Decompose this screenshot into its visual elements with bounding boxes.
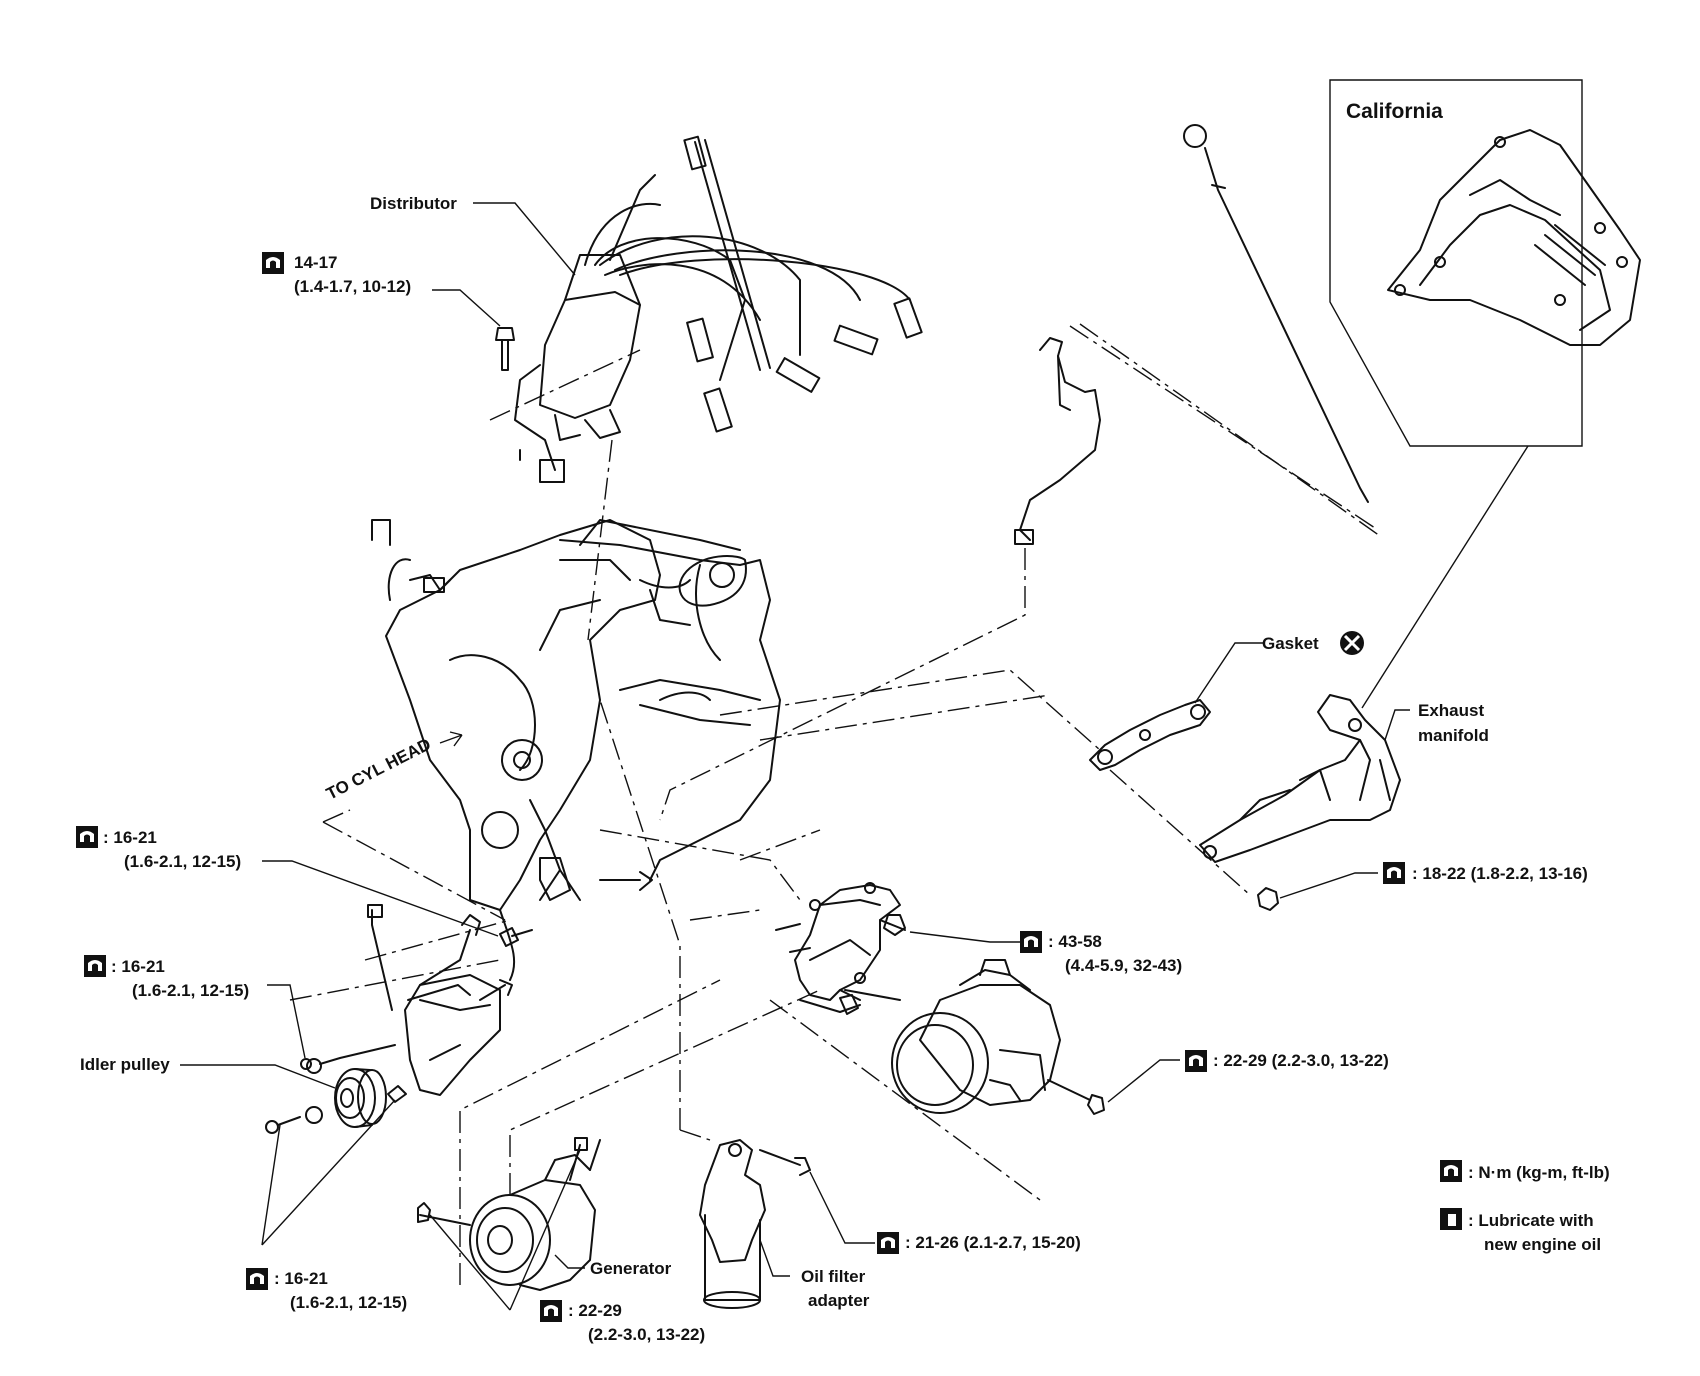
exhaust-torque-value: : 18-22 (1.8-2.2, 13-16): [1412, 864, 1588, 883]
lower-torque-value: : 16-21: [274, 1269, 328, 1288]
to-cyl-head-arrow: TO CYL HEAD: [323, 731, 463, 804]
california-inset: California: [1329, 79, 1641, 447]
cat-connect-dash: [1069, 325, 1376, 529]
lower-torque-icon: [246, 1268, 268, 1290]
oil-filter-torque-leader: [809, 1171, 875, 1244]
generator-torque-leader: [429, 1149, 581, 1311]
gasket-label: Gasket: [1262, 634, 1319, 653]
idler-bracket: [319, 904, 513, 1103]
idler-lower-bolt: [265, 1106, 323, 1134]
idler-pulley-part: [300, 1058, 387, 1128]
to-cyl-head-dash: [322, 809, 506, 921]
bracket-torque-icon: [76, 826, 98, 848]
to-cyl-head-label: TO CYL HEAD: [323, 735, 434, 804]
california-label: California: [1346, 100, 1443, 123]
compressor-bolt-leader: [1107, 1059, 1180, 1103]
oil-filter-adapter-part: [699, 1139, 811, 1309]
idler-torque-value: : 16-21: [111, 957, 165, 976]
distributor-torque-value: 14-17: [294, 253, 337, 272]
exhaust-manifold-label-1: Exhaust: [1418, 701, 1484, 720]
engine-to-gasket-dash: [719, 669, 1101, 751]
exhaust-manifold-label-2: manifold: [1418, 726, 1489, 745]
oil-filter-torque-icon: [877, 1232, 899, 1254]
dipstick: [1079, 124, 1381, 537]
distributor-bolt-leader: [432, 289, 501, 327]
compressor-torque-icon: [1020, 931, 1042, 953]
exhaust-nut: [1257, 887, 1279, 911]
catalytic-converter-illustration: [1387, 129, 1641, 346]
legend-torque-icon: [1440, 1160, 1462, 1182]
generator-part: [417, 1137, 601, 1291]
distributor-bolt: [495, 327, 515, 371]
distributor-torque-sub: (1.4-1.7, 10-12): [294, 277, 411, 296]
compressor-bolt-torque-icon: [1185, 1050, 1207, 1072]
bracket-torque-value: : 16-21: [103, 828, 157, 847]
oil-filter-label-2: adapter: [808, 1291, 870, 1310]
bracket-bolt: [499, 927, 533, 947]
compressor-dash-line-2: [739, 829, 1041, 1201]
ac-compressor-part: [891, 959, 1061, 1114]
distributor-assembly: [514, 135, 923, 483]
exhaust-torque-icon: [1383, 862, 1405, 884]
generator-torque-value: : 22-29: [568, 1301, 622, 1320]
idler-pulley-leader: [180, 1064, 336, 1089]
compressor-dash-line: [599, 699, 801, 1130]
idler-pulley-label: Idler pulley: [80, 1055, 170, 1074]
generator-label: Generator: [590, 1259, 672, 1278]
compressor-bolt-torque-value: : 22-29 (2.2-3.0, 13-22): [1213, 1051, 1389, 1070]
gasket-leader: [1194, 642, 1263, 704]
lower-torque-leader: [261, 1099, 396, 1246]
engine-block: [371, 519, 781, 981]
compressor-bracket: [775, 882, 906, 1015]
compressor-torque-value: : 43-58: [1048, 932, 1102, 951]
idler-torque-sub: (1.6-2.1, 12-15): [132, 981, 249, 1000]
compressor-torque-leader: [909, 931, 1020, 943]
gasket-replace-icon: [1340, 631, 1364, 655]
exhaust-manifold-leader: [1384, 709, 1410, 741]
oil-filter-dash-line: [679, 1129, 711, 1141]
distributor-label: Distributor: [370, 194, 457, 213]
gasket-to-nut-dash: [1109, 769, 1251, 896]
compressor-torque-sub: (4.4-5.9, 32-43): [1065, 956, 1182, 975]
distributor-leader: [473, 202, 576, 276]
legend-lube-text-1: : Lubricate with: [1468, 1211, 1594, 1230]
inset-frame: [1329, 79, 1583, 447]
generator-torque-sub: (2.2-3.0, 13-22): [588, 1325, 705, 1344]
lower-torque-sub: (1.6-2.1, 12-15): [290, 1293, 407, 1312]
exhaust-manifold-part: [1199, 694, 1401, 863]
distributor-axis-line: [489, 349, 641, 641]
idler-torque-icon: [84, 955, 106, 977]
sensor-harness: [659, 337, 1101, 821]
bracket-torque-sub: (1.6-2.1, 12-15): [124, 852, 241, 871]
legend-lube-text-2: new engine oil: [1484, 1235, 1601, 1254]
legend: : N·m (kg-m, ft-lb) : Lubricate with new…: [1440, 1160, 1610, 1254]
idler-dash-line: [289, 919, 511, 1001]
legend-torque-text: : N·m (kg-m, ft-lb): [1468, 1163, 1610, 1182]
inset-to-manifold-line: [1361, 445, 1529, 709]
bracket-bolt-leader: [262, 860, 499, 937]
exhaust-nut-leader: [1279, 872, 1378, 899]
legend-oil-can-icon: [1440, 1208, 1462, 1230]
compressor-bolt: [1047, 1079, 1105, 1115]
generator-dash-line: [459, 979, 821, 1285]
oil-filter-torque-value: : 21-26 (2.1-2.7, 15-20): [905, 1233, 1081, 1252]
oil-filter-label-1: Oil filter: [801, 1267, 866, 1286]
distributor-torque-icon: [262, 252, 284, 274]
generator-torque-icon: [540, 1300, 562, 1322]
generator-leader: [554, 1254, 585, 1269]
oil-filter-leader: [759, 1239, 790, 1277]
gasket-part: [1089, 699, 1211, 771]
idler-torque-leader: [267, 984, 306, 1059]
